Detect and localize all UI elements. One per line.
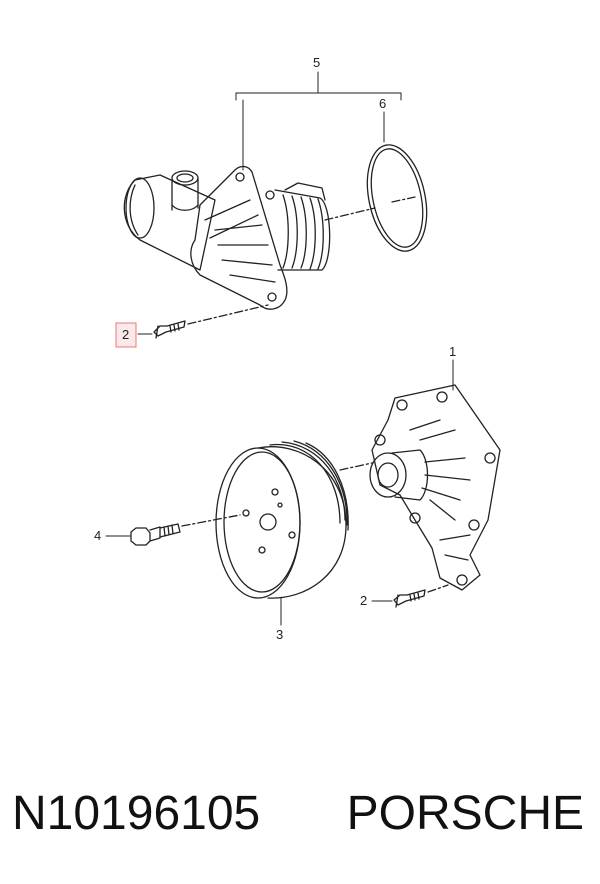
thermostat-housing[interactable]: [123, 165, 331, 310]
callout-3: 3: [276, 627, 283, 642]
callout-4: 4: [94, 528, 101, 543]
part-number: N10196105: [12, 786, 261, 840]
o-ring-seal[interactable]: [358, 139, 435, 256]
footer-caption: N10196105 PORSCHE: [12, 778, 592, 848]
bolt-top[interactable]: [153, 320, 186, 339]
water-pump[interactable]: [369, 384, 501, 591]
callout-2-bottom: 2: [360, 593, 367, 608]
flange-bolt[interactable]: [130, 523, 181, 546]
callout-1: 1: [449, 344, 456, 359]
pulley[interactable]: [215, 440, 349, 599]
callout-6: 6: [379, 96, 386, 111]
callout-highlight-box: [115, 322, 137, 348]
bolt-bottom[interactable]: [393, 589, 426, 608]
callout-2-top: 2: [122, 327, 129, 342]
brand-name: PORSCHE: [346, 786, 584, 840]
callout-5: 5: [313, 55, 320, 70]
parts-diagram: 5 6 2 1 4 2 3: [94, 55, 501, 642]
leader-lines: [105, 71, 454, 626]
